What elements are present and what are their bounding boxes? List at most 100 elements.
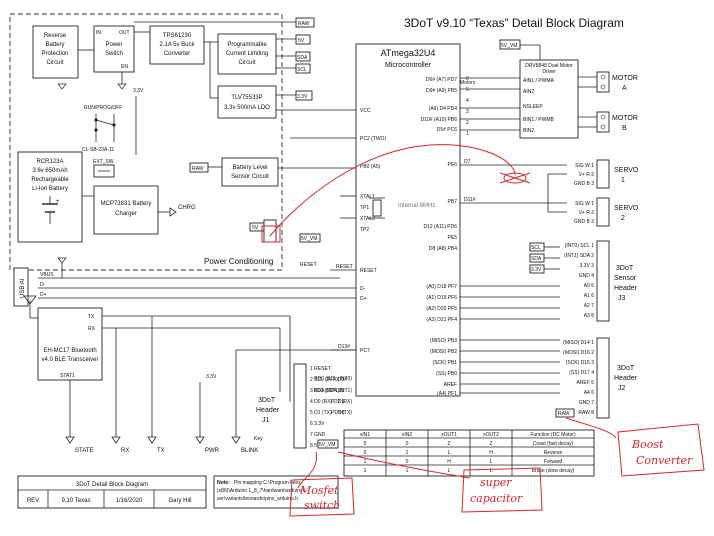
svg-text:MOTOR: MOTOR <box>612 115 638 122</box>
svg-text:5V_VM: 5V_VM <box>501 43 517 49</box>
svg-text:(A4) PF1: (A4) PF1 <box>437 391 457 397</box>
slide-switch <box>94 114 116 142</box>
diagram-title: 3DoT v9.10 “Texas” Detail Block Diagram <box>404 16 624 30</box>
svg-text:2 SCL (INT0): 2 SCL (INT0) <box>310 377 340 383</box>
svg-text:Power: Power <box>105 42 122 48</box>
svg-text:A0 5: A0 5 <box>584 283 595 289</box>
svg-text:USB AI: USB AI <box>20 278 26 298</box>
svg-text:(A2) D20 PF5: (A2) D20 PF5 <box>426 306 457 312</box>
svg-text:PD1 (SDA, INT1): PD1 (SDA, INT1) <box>314 388 353 394</box>
svg-text:3: 3 <box>466 109 469 115</box>
svg-text:RESET: RESET <box>300 262 317 268</box>
svg-text:OUT: OUT <box>119 30 130 36</box>
svg-text:GND B 3: GND B 3 <box>574 219 594 225</box>
svg-text:A1 6: A1 6 <box>584 293 595 299</box>
svg-text:Converter: Converter <box>164 51 190 57</box>
svg-text:Charger: Charger <box>115 211 137 217</box>
svg-text:AIN1 / PWMA: AIN1 / PWMA <box>523 78 555 84</box>
svg-text:Forward: Forward <box>544 459 563 465</box>
svg-text:(SS) D17 4: (SS) D17 4 <box>569 370 594 376</box>
mcu-name: ATmega32U4 <box>381 48 436 58</box>
svg-text:super: super <box>480 476 512 489</box>
svg-text:5: 5 <box>466 87 469 93</box>
reverse-battery-protection-block: Reverse Battery Protection Circuit <box>32 25 79 79</box>
svg-text:0: 0 <box>364 450 367 456</box>
svg-text:xIN1: xIN1 <box>360 432 371 438</box>
chrg-led-icon <box>169 207 177 217</box>
svg-text:4: 4 <box>466 98 469 104</box>
svg-text:A3 8: A3 8 <box>584 313 595 319</box>
svg-text:1: 1 <box>621 177 625 184</box>
svg-text:H: H <box>447 459 451 465</box>
svg-text:BIN1 / PWMB: BIN1 / PWMB <box>523 117 555 123</box>
svg-text:A4 6: A4 6 <box>584 390 595 396</box>
svg-text:MCP73831 Battery: MCP73831 Battery <box>101 201 152 207</box>
led-state-icon: STATE <box>65 425 93 454</box>
svg-text:Circuit: Circuit <box>238 60 255 66</box>
svg-text:xIN2: xIN2 <box>402 432 413 438</box>
motor-a-connector: MOTOR A <box>578 71 638 93</box>
svg-text:RCR123A: RCR123A <box>36 159 63 165</box>
bluetooth-module-block: EH-MC17 Bluetooth v4.0 BLE Transceiver T… <box>37 307 103 381</box>
svg-text:(x86)\Arduino 1_8_7\hardware\a: (x86)\Arduino 1_8_7\hardware\arduino\ <box>217 488 305 494</box>
svg-text:Sensor: Sensor <box>614 275 637 282</box>
svg-text:Battery: Battery <box>45 42 64 48</box>
svg-text:TPS61230: TPS61230 <box>163 33 192 39</box>
svg-text:D-: D- <box>40 282 46 288</box>
power-switch-block: IN OUT Power Switch EN <box>93 25 135 73</box>
svg-text:(MISO) D14 1: (MISO) D14 1 <box>563 340 594 346</box>
svg-text:9.10 Texas: 9.10 Texas <box>62 498 91 504</box>
svg-text:B: B <box>622 125 627 132</box>
svg-text:XTAL2: XTAL2 <box>360 216 375 222</box>
svg-text:D10# (A10) PB6: D10# (A10) PB6 <box>421 117 458 123</box>
svg-text:Z: Z <box>489 441 492 447</box>
svg-text:H: H <box>489 450 493 456</box>
svg-text:5V_VM: 5V_VM <box>301 236 317 242</box>
svg-text:D1: D1 <box>338 399 345 405</box>
svg-text:STATE: STATE <box>75 448 93 454</box>
svg-text:D12 (A11) PD6: D12 (A11) PD6 <box>423 224 457 230</box>
svg-text:L: L <box>448 468 451 474</box>
svg-text:v4.0 BLE Transceiver: v4.0 BLE Transceiver <box>41 357 98 363</box>
svg-text:PB7: PB7 <box>448 199 458 205</box>
svg-text:2: 2 <box>466 120 469 126</box>
svg-text:Reverse: Reverse <box>544 450 563 456</box>
battery-charger-block: MCP73831 Battery Charger <box>93 185 159 235</box>
svg-text:SERVO: SERVO <box>614 167 639 174</box>
svg-text:TLV75533P: TLV75533P <box>231 95 262 101</box>
svg-text:6: 6 <box>466 76 469 82</box>
svg-text:DRV8848 Dual Motor: DRV8848 Dual Motor <box>525 63 573 69</box>
svg-text:Current Limiting: Current Limiting <box>226 51 268 57</box>
svg-text:0: 0 <box>364 441 367 447</box>
svg-text:Converter: Converter <box>636 454 693 467</box>
svg-text:3DoT: 3DoT <box>617 365 635 372</box>
ldo-regulator-block: TLV75533P 3.3v 500mA LDO <box>217 85 277 119</box>
svg-text:VCC: VCC <box>360 108 371 114</box>
j3-sensor-header: (INT0) SCL 1 (INT1) SDA 2 3.3V 3 GND 4 A… <box>564 240 638 322</box>
svg-text:3DoT Detail Block Diagram: 3DoT Detail Block Diagram <box>76 482 148 488</box>
svg-text:D+: D+ <box>360 296 367 302</box>
svg-text:Li-Ion Battery: Li-Ion Battery <box>32 186 68 192</box>
svg-text:PD3 (TX): PD3 (TX) <box>331 410 352 416</box>
svg-text:RESET: RESET <box>336 264 353 270</box>
svg-text:L: L <box>490 459 493 465</box>
svg-text:GND 7: GND 7 <box>579 400 595 406</box>
svg-text:Programmable: Programmable <box>227 42 267 48</box>
svg-text:SIG W 1: SIG W 1 <box>575 201 594 207</box>
svg-text:1: 1 <box>364 459 367 465</box>
svg-text:2.1A 5v Buck: 2.1A 5v Buck <box>159 42 195 48</box>
servo-2-header: SIG W 1 V+ R 2 GND B 3 SERVO 2 <box>460 197 639 227</box>
svg-text:Reverse: Reverse <box>44 33 67 39</box>
svg-text:A: A <box>622 85 627 92</box>
svg-text:(A1) D19 PF6: (A1) D19 PF6 <box>426 295 457 301</box>
svg-text:V+ R 2: V+ R 2 <box>579 172 595 178</box>
svg-text:Pin mapping C:\Program Files: Pin mapping C:\Program Files <box>234 480 301 486</box>
svg-text:3.3V: 3.3V <box>297 94 308 100</box>
svg-text:D6# (A7) PD7: D6# (A7) PD7 <box>426 77 457 83</box>
title-block: 3DoT Detail Block Diagram REV 9.10 Texas… <box>17 475 207 509</box>
svg-text:Header: Header <box>614 375 638 382</box>
svg-text:PD2 (RX): PD2 (RX) <box>331 399 353 405</box>
svg-text:RAW: RAW <box>192 166 204 172</box>
svg-text:capacitor: capacitor <box>470 492 523 505</box>
svg-text:Driver: Driver <box>542 69 556 75</box>
